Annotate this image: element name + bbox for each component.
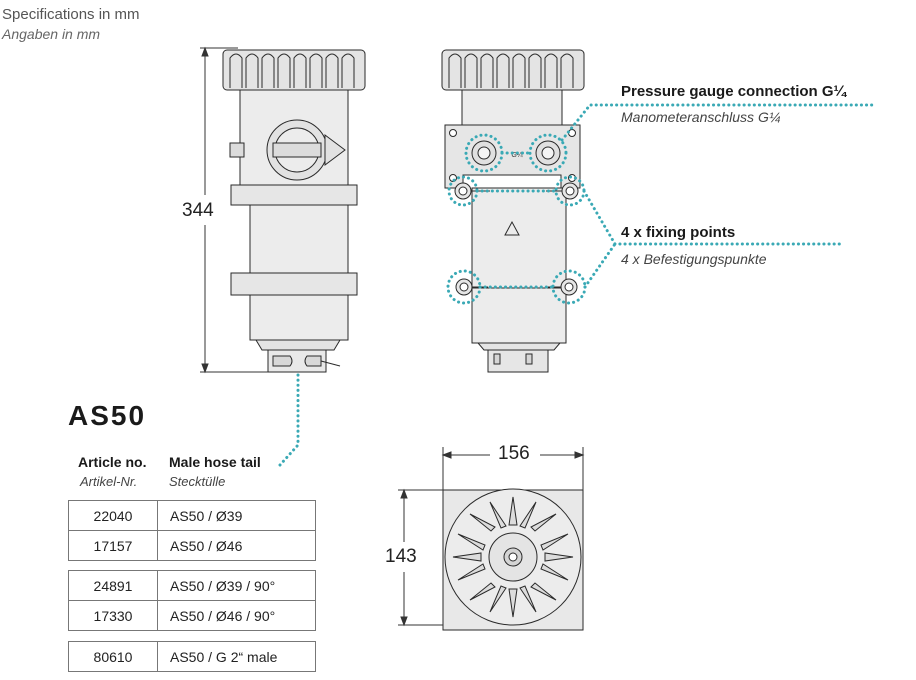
fixing-callout-label: 4 x fixing points bbox=[621, 224, 736, 241]
gauge-callout-translation: Manometeranschluss G¼ bbox=[621, 109, 781, 125]
article-column-header: Article no. bbox=[78, 454, 147, 470]
table-row: 17157 AS50 / Ø46 bbox=[68, 530, 316, 561]
table-row: 22040 AS50 / Ø39 bbox=[68, 500, 316, 531]
side-view bbox=[441, 49, 585, 373]
units-note-translation: Angaben in mm bbox=[2, 26, 101, 42]
article-number: 24891 bbox=[68, 570, 158, 601]
hose-tail-spec: AS50 / Ø46 / 90° bbox=[157, 600, 316, 631]
hose-tail-spec: AS50 / Ø39 / 90° bbox=[157, 570, 316, 601]
table-row: 24891 AS50 / Ø39 / 90° bbox=[68, 570, 316, 601]
units-note: Specifications in mm bbox=[2, 6, 140, 23]
article-table-group-1: 22040 AS50 / Ø39 17157 AS50 / Ø46 bbox=[68, 500, 316, 561]
article-column-header-translation: Artikel-Nr. bbox=[80, 474, 138, 489]
hose-tail-spec: AS50 / Ø39 bbox=[157, 500, 316, 531]
table-row: 17330 AS50 / Ø46 / 90° bbox=[68, 600, 316, 631]
hose-tail-spec: AS50 / Ø46 bbox=[157, 530, 316, 561]
cap-ribs bbox=[229, 53, 355, 88]
dimension-depth-line bbox=[398, 488, 443, 627]
article-number: 17157 bbox=[68, 530, 158, 561]
article-table-group-3: 80610 AS50 / G 2“ male bbox=[68, 641, 316, 672]
table-row: 80610 AS50 / G 2“ male bbox=[68, 641, 316, 672]
model-title: AS50 bbox=[68, 400, 147, 431]
front-view bbox=[222, 49, 366, 373]
gauge-callout-label: Pressure gauge connection G¼ bbox=[621, 83, 847, 100]
depth-dimension-label: 143 bbox=[385, 546, 417, 567]
dimension-width-line bbox=[441, 447, 585, 490]
width-dimension-label: 156 bbox=[498, 443, 530, 464]
radial-ribs bbox=[452, 496, 574, 618]
height-dimension-label: 344 bbox=[182, 200, 214, 221]
top-view bbox=[442, 488, 584, 631]
gauge-mark-label: G¼ bbox=[511, 152, 522, 159]
article-number: 22040 bbox=[68, 500, 158, 531]
fixing-callout-translation: 4 x Befestigungspunkte bbox=[621, 251, 767, 267]
hose-tail-spec: AS50 / G 2“ male bbox=[157, 641, 316, 672]
dimension-height-line bbox=[200, 46, 268, 374]
article-number: 17330 bbox=[68, 600, 158, 631]
article-number: 80610 bbox=[68, 641, 158, 672]
callout-dots bbox=[278, 103, 877, 467]
hose-column-header: Male hose tail bbox=[169, 454, 261, 470]
hose-column-header-translation: Stecktülle bbox=[169, 474, 226, 489]
article-table-group-2: 24891 AS50 / Ø39 / 90° 17330 AS50 / Ø46 … bbox=[68, 570, 316, 631]
